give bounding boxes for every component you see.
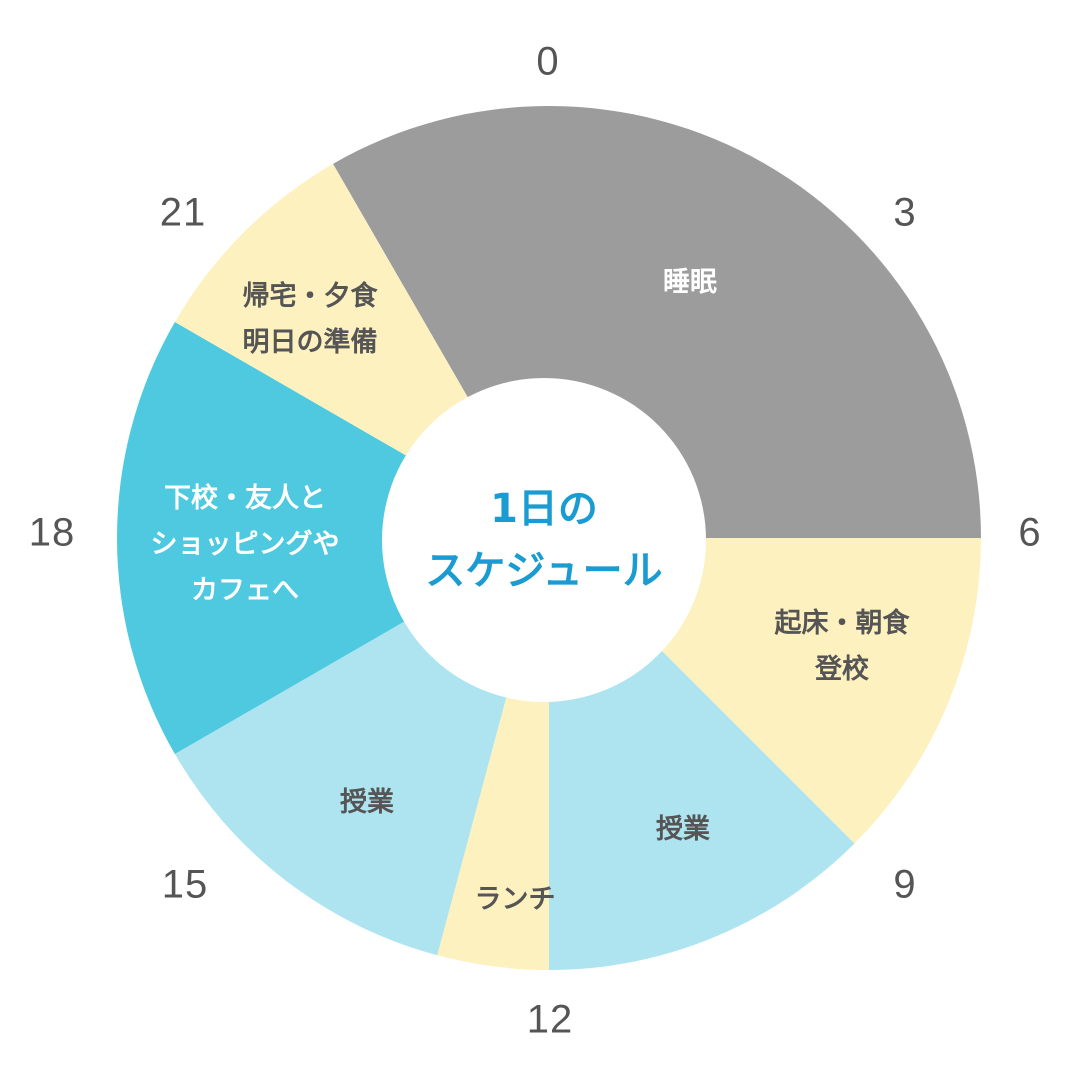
segment-label-2: 授業	[656, 807, 710, 853]
chart-title: 1日の スケジュール	[425, 478, 662, 602]
hour-tick-15: 15	[161, 862, 209, 907]
segment-label-line: ランチ	[474, 884, 556, 915]
hour-tick-18: 18	[28, 510, 76, 555]
hour-tick-6: 6	[1018, 510, 1042, 555]
segment-label-6: 帰宅・夕食明日の準備	[243, 274, 378, 366]
segment-label-line: 授業	[656, 814, 710, 845]
segment-label-line: ショッピングや	[150, 529, 340, 560]
segment-label-line: 起床・朝食	[774, 608, 910, 639]
segment-label-line: 授業	[340, 787, 394, 818]
segment-label-line: 下校・友人と	[164, 483, 326, 514]
segment-label-line: 明日の準備	[242, 327, 378, 358]
chart-title-line-2: スケジュール	[425, 548, 663, 594]
hour-tick-0: 0	[536, 39, 560, 84]
segment-label-line: カフェへ	[191, 575, 299, 606]
donut-center-hole	[382, 378, 706, 702]
segment-label-0: 睡眠	[663, 260, 717, 306]
segment-label-3: ランチ	[475, 877, 556, 923]
segment-label-line: 睡眠	[663, 267, 717, 298]
segment-5	[117, 322, 550, 754]
segment-label-line: 登校	[815, 654, 869, 685]
segment-label-1: 起床・朝食登校	[775, 601, 910, 693]
hour-tick-21: 21	[159, 190, 207, 235]
segment-label-4: 授業	[340, 780, 394, 826]
hour-tick-9: 9	[893, 862, 917, 907]
chart-title-line-1: 1日の	[490, 486, 598, 532]
hour-tick-12: 12	[526, 997, 574, 1042]
segment-label-line: 帰宅・夕食	[242, 281, 378, 312]
segment-label-5: 下校・友人とショッピングやカフェへ	[151, 476, 340, 614]
hour-tick-3: 3	[893, 190, 917, 235]
